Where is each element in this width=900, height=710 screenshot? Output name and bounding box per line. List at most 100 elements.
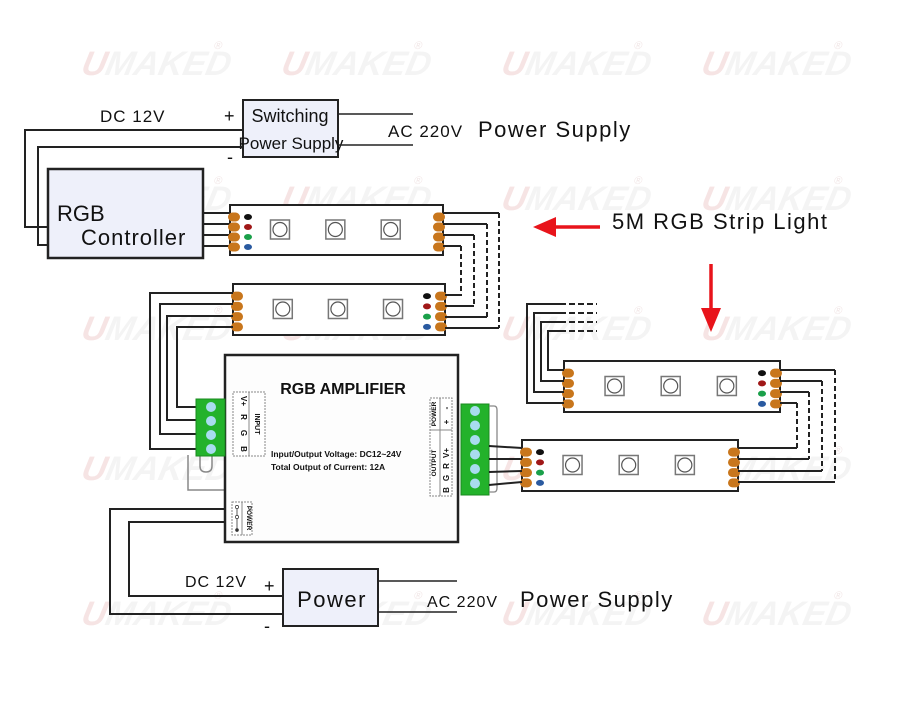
solder-pad-right — [728, 468, 740, 478]
amplifier-spec-current: Total Output of Current: 12A — [271, 462, 385, 472]
output-power-label: POWER — [431, 401, 438, 426]
watermark-registered: ® — [833, 590, 844, 602]
power-supply-title-bottom: Power Supply — [520, 587, 674, 612]
watermark-text: MAKED — [522, 45, 655, 83]
watermark-registered: ® — [413, 175, 424, 187]
controller-to-strip1-wires — [203, 212, 230, 247]
switching-supply-line2: Power Supply — [239, 134, 344, 153]
color-dot — [423, 313, 431, 320]
solder-pad-left — [520, 468, 532, 478]
watermark-registered: ® — [633, 40, 644, 52]
dc-wires-bottom — [109, 508, 283, 615]
led-strip — [562, 360, 782, 413]
solder-pad-left — [520, 447, 532, 457]
led-lens — [606, 378, 623, 394]
color-dot — [423, 293, 431, 300]
led-lens — [327, 221, 343, 238]
solder-pad-right — [435, 322, 447, 332]
input-terminal-block — [195, 398, 226, 457]
watermark-registered: ® — [213, 305, 224, 317]
color-dot — [423, 323, 431, 330]
dc-power-label: POWER — [245, 506, 252, 531]
solder-pad-right — [770, 368, 782, 378]
dc-label-bottom: DC 12V — [185, 574, 247, 591]
led-lens — [663, 378, 679, 394]
watermark-registered: ® — [213, 175, 224, 187]
color-dot — [423, 303, 431, 310]
strip3-left-wires — [526, 303, 564, 404]
terminal-hole — [470, 478, 480, 489]
color-dot — [536, 469, 544, 476]
solder-pad-right — [435, 291, 447, 301]
color-dot — [758, 400, 766, 407]
led-lens — [272, 221, 288, 238]
solder-pad-left — [231, 322, 243, 332]
strip2-to-amp-input-wires — [149, 292, 233, 450]
led-lens — [383, 221, 399, 238]
output-pin-label: B — [442, 487, 451, 493]
led-strip — [228, 204, 445, 256]
arrow-down-icon — [701, 264, 721, 332]
minus-label-top: - — [227, 147, 233, 167]
output-pin-label: G — [442, 475, 451, 481]
plus-label-top: + — [224, 106, 235, 126]
led-strips — [228, 204, 782, 492]
power-supply-title-top: Power Supply — [478, 117, 632, 142]
terminal-hole — [470, 464, 480, 474]
output-pin-label: V+ — [442, 448, 451, 458]
output-pin-panel: V+RGB+- POWER OUTPUT — [429, 397, 453, 497]
watermark-registered: ® — [413, 40, 424, 52]
solder-pad-right — [435, 301, 447, 311]
output-terminal-block — [460, 403, 498, 496]
watermark-text: MAKED — [102, 45, 235, 83]
terminal-hole — [470, 449, 480, 460]
strip-label-group: 5M RGB Strip Light — [533, 209, 829, 332]
watermark-registered: ® — [833, 40, 844, 52]
solder-pad-left — [228, 242, 240, 252]
watermark-registered: ® — [633, 590, 644, 602]
solder-pad-right — [770, 399, 782, 409]
color-dot — [244, 224, 252, 230]
amplifier-title: RGB AMPLIFIER — [280, 381, 406, 398]
solder-pad-left — [562, 389, 574, 399]
watermark-text: MAKED — [722, 45, 855, 83]
solder-pad-left — [562, 378, 574, 388]
solder-pad-left — [231, 312, 243, 322]
minus-label-bottom: - — [264, 616, 270, 636]
solder-pad-right — [770, 378, 782, 388]
amp-input-loop — [187, 455, 226, 491]
watermark-registered: ® — [833, 175, 844, 187]
plus-label-bottom: + — [264, 576, 275, 596]
switching-power-supply: Switching Power Supply DC 12V + - AC 220… — [100, 99, 632, 167]
controller-line1: RGB — [57, 201, 105, 226]
strip3-left-dashed — [560, 303, 597, 332]
dc-power-jack-panel: POWER — [231, 501, 253, 536]
color-dot — [536, 459, 544, 466]
controller-line2: Controller — [81, 225, 186, 250]
terminal-hole — [206, 444, 216, 454]
strip1-strip2-link-wires — [443, 212, 499, 329]
power-pin-label: + — [442, 419, 451, 424]
watermark-text: MAKED — [522, 310, 655, 348]
solder-pad-right — [433, 242, 445, 252]
output-pin-label: R — [442, 463, 451, 469]
led-lens — [719, 378, 735, 394]
solder-pad-right — [433, 232, 445, 242]
input-pin-label: B — [239, 446, 248, 452]
led-lens — [564, 457, 581, 473]
ac-label-top: AC 220V — [388, 122, 463, 141]
color-dot — [244, 214, 252, 220]
solder-pad-left — [228, 212, 240, 222]
terminal-hole — [206, 430, 216, 440]
solder-pad-left — [231, 291, 243, 301]
strip-light-label: 5M RGB Strip Light — [612, 209, 829, 234]
led-lens — [385, 301, 401, 317]
watermark-text: MAKED — [302, 45, 435, 83]
